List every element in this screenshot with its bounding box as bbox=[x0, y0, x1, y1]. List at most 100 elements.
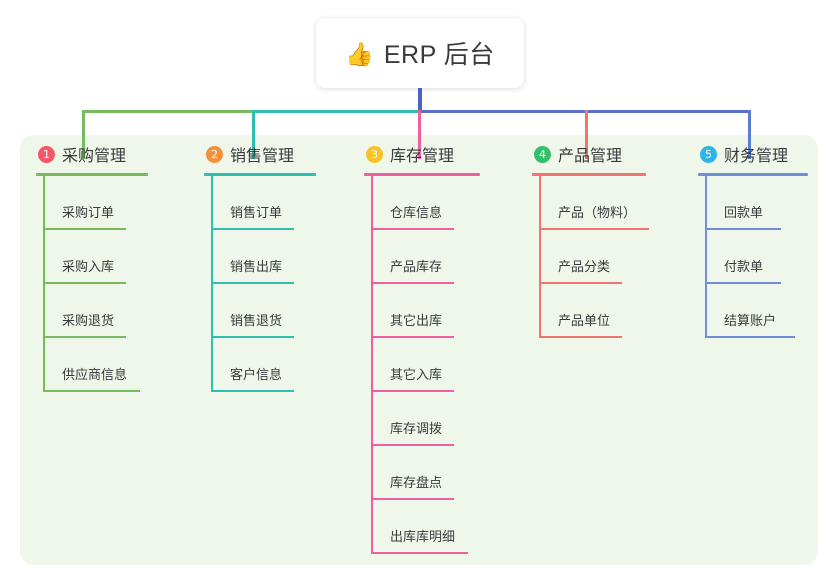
menu-item-label: 库存调拨 bbox=[390, 421, 443, 436]
menu-item-label: 结算账户 bbox=[724, 313, 777, 328]
connector-drop-stem bbox=[252, 110, 255, 159]
category-spine-line bbox=[43, 176, 45, 392]
menu-item[interactable]: 采购退货 bbox=[36, 284, 186, 338]
connector-horizontal-segment bbox=[82, 110, 254, 113]
menu-item-underline bbox=[539, 282, 622, 284]
category-item-list: 仓库信息产品库存其它出库其它入库库存调拨库存盘点出库库明细 bbox=[364, 176, 524, 554]
menu-item[interactable]: 产品分类 bbox=[532, 230, 692, 284]
diagram-panel bbox=[20, 135, 818, 565]
category-underline bbox=[698, 173, 808, 176]
menu-item-underline bbox=[371, 390, 454, 392]
menu-item[interactable]: 其它入库 bbox=[364, 338, 524, 392]
menu-item-underline bbox=[43, 282, 126, 284]
thumbs-up-icon: 👍 bbox=[345, 40, 374, 67]
connector-drop-stem bbox=[82, 110, 85, 159]
connector-drop-stem bbox=[585, 110, 588, 159]
category-spine-line bbox=[211, 176, 213, 392]
menu-item[interactable]: 库存盘点 bbox=[364, 446, 524, 500]
menu-item-label: 产品单位 bbox=[558, 313, 611, 328]
menu-item[interactable]: 其它出库 bbox=[364, 284, 524, 338]
menu-item-label: 付款单 bbox=[724, 259, 764, 274]
menu-item-underline bbox=[371, 336, 454, 338]
menu-item[interactable]: 结算账户 bbox=[698, 284, 839, 338]
menu-item[interactable]: 出库库明细 bbox=[364, 500, 524, 554]
menu-item-label: 销售出库 bbox=[230, 259, 283, 274]
menu-item-label: 供应商信息 bbox=[62, 367, 128, 382]
menu-item-label: 仓库信息 bbox=[390, 205, 443, 220]
category-underline bbox=[364, 173, 480, 176]
menu-item-label: 客户信息 bbox=[230, 367, 283, 382]
category-number-badge: 5 bbox=[700, 145, 717, 163]
category-spine-line bbox=[371, 176, 373, 554]
menu-item[interactable]: 回款单 bbox=[698, 176, 839, 230]
menu-item-underline bbox=[539, 228, 649, 230]
menu-item-underline bbox=[705, 228, 781, 230]
category-column: 3 库存管理仓库信息产品库存其它出库其它入库库存调拨库存盘点出库库明细 bbox=[364, 141, 524, 554]
menu-item[interactable]: 采购订单 bbox=[36, 176, 186, 230]
category-item-list: 销售订单销售出库销售退货客户信息 bbox=[204, 176, 354, 392]
connector-horizontal-segment bbox=[253, 110, 420, 113]
menu-item[interactable]: 销售出库 bbox=[204, 230, 354, 284]
menu-item-underline bbox=[43, 228, 126, 230]
menu-item-label: 采购入库 bbox=[62, 259, 115, 274]
menu-item-underline bbox=[211, 282, 294, 284]
menu-item-underline bbox=[705, 336, 795, 338]
category-item-list: 回款单付款单结算账户 bbox=[698, 176, 839, 338]
menu-item-label: 回款单 bbox=[724, 205, 764, 220]
category-title: 采购管理 bbox=[62, 148, 127, 165]
menu-item[interactable]: 产品（物料） bbox=[532, 176, 692, 230]
menu-item-underline bbox=[371, 282, 454, 284]
menu-item-label: 其它出库 bbox=[390, 313, 443, 328]
menu-item-underline bbox=[211, 228, 294, 230]
root-stem-connector bbox=[418, 88, 422, 112]
menu-item-underline bbox=[211, 390, 294, 392]
menu-item-underline bbox=[371, 552, 468, 554]
menu-item[interactable]: 销售退货 bbox=[204, 284, 354, 338]
menu-item-label: 产品库存 bbox=[390, 259, 443, 274]
category-underline bbox=[36, 173, 148, 176]
menu-item[interactable]: 仓库信息 bbox=[364, 176, 524, 230]
menu-item-underline bbox=[211, 336, 294, 338]
category-title: 销售管理 bbox=[230, 148, 295, 165]
category-column: 1 采购管理采购订单采购入库采购退货供应商信息 bbox=[36, 141, 186, 392]
category-spine-line bbox=[705, 176, 707, 338]
menu-item-underline bbox=[371, 498, 454, 500]
category-title: 库存管理 bbox=[390, 148, 455, 165]
menu-item[interactable]: 供应商信息 bbox=[36, 338, 186, 392]
menu-item-label: 产品分类 bbox=[558, 259, 611, 274]
menu-item[interactable]: 采购入库 bbox=[36, 230, 186, 284]
category-column: 5 财务管理回款单付款单结算账户 bbox=[698, 141, 839, 338]
category-title: 产品管理 bbox=[558, 148, 623, 165]
menu-item[interactable]: 销售订单 bbox=[204, 176, 354, 230]
root-node-title: ERP 后台 bbox=[383, 41, 495, 69]
connector-horizontal-segment bbox=[419, 110, 749, 113]
category-header[interactable]: 2 销售管理 bbox=[204, 141, 354, 167]
category-item-list: 采购订单采购入库采购退货供应商信息 bbox=[36, 176, 186, 392]
menu-item-label: 库存盘点 bbox=[390, 475, 443, 490]
category-underline bbox=[204, 173, 316, 176]
category-header[interactable]: 3 库存管理 bbox=[364, 141, 524, 167]
menu-item[interactable]: 付款单 bbox=[698, 230, 839, 284]
category-spine-line bbox=[539, 176, 541, 338]
menu-item-label: 采购退货 bbox=[62, 313, 115, 328]
menu-item-label: 销售订单 bbox=[230, 205, 283, 220]
menu-item-underline bbox=[371, 228, 454, 230]
menu-item-label: 出库库明细 bbox=[390, 529, 456, 544]
menu-item[interactable]: 库存调拨 bbox=[364, 392, 524, 446]
menu-item[interactable]: 客户信息 bbox=[204, 338, 354, 392]
category-number-badge: 2 bbox=[206, 145, 223, 163]
category-number-badge: 1 bbox=[38, 145, 55, 163]
root-node-card[interactable]: 👍 ERP 后台 bbox=[316, 18, 524, 88]
category-header[interactable]: 5 财务管理 bbox=[698, 141, 839, 167]
connector-drop-stem bbox=[748, 110, 751, 159]
connector-drop-stem bbox=[418, 110, 421, 159]
category-column: 2 销售管理销售订单销售出库销售退货客户信息 bbox=[204, 141, 354, 392]
category-number-badge: 3 bbox=[366, 145, 383, 163]
menu-item[interactable]: 产品单位 bbox=[532, 284, 692, 338]
menu-item[interactable]: 产品库存 bbox=[364, 230, 524, 284]
category-header[interactable]: 1 采购管理 bbox=[36, 141, 186, 167]
category-underline bbox=[532, 173, 646, 176]
menu-item-label: 销售退货 bbox=[230, 313, 283, 328]
category-title: 财务管理 bbox=[724, 148, 789, 165]
